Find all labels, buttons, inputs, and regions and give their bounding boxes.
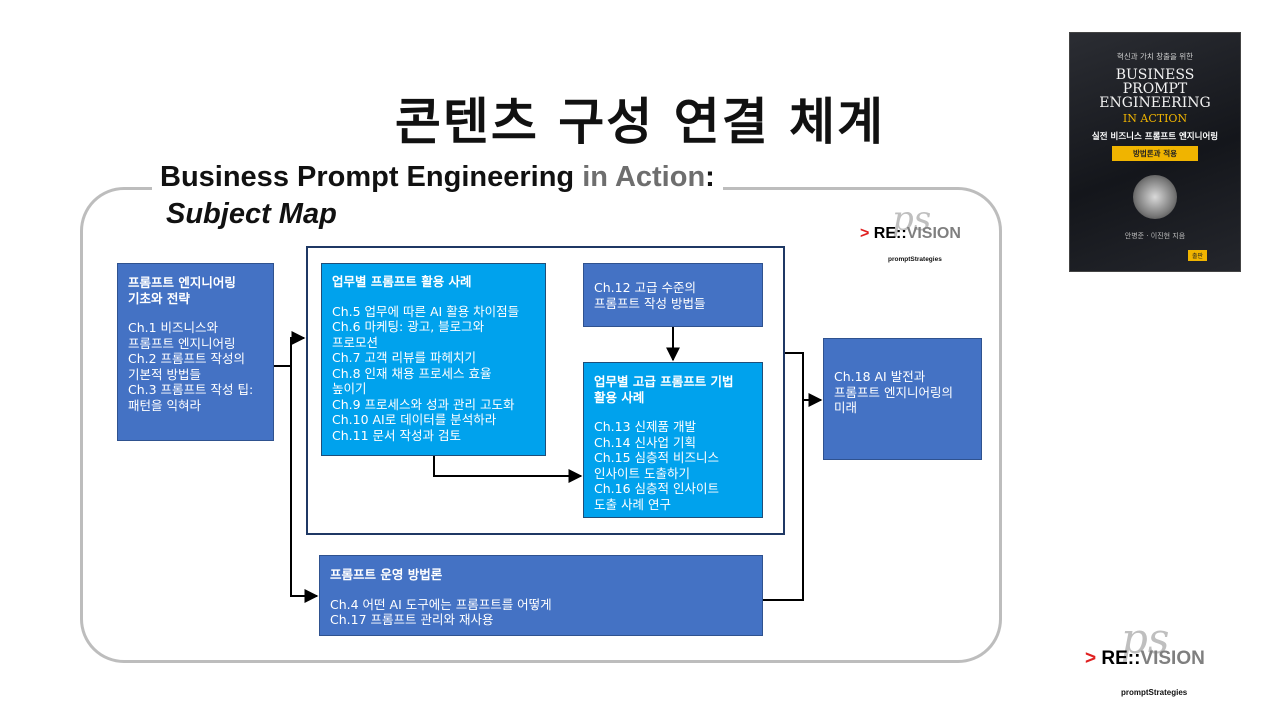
connector-foundations-to-operations [290,366,319,603]
chapter-line: 패턴을 익혀라 [128,397,201,413]
chapter-line: Ch.17 프롬프트 관리와 재사용 [330,612,494,627]
chapter-line: Ch.6 마케팅: 광고, 블로그와 [332,319,485,334]
cover-in-action: IN ACTION [1122,112,1188,125]
chapter-line: Ch.5 업무에 따른 AI 활용 차이점들 [332,303,520,319]
connector-group-to-future [785,352,823,407]
page-title: 콘텐츠 구성 연결 체계 [394,93,886,151]
chapter-line: Ch.1 비즈니스와 [128,320,219,335]
cover-title-line: BUSINESS [1115,67,1195,83]
cover-publisher: 출판 [1188,250,1208,261]
box-advanced-methods: Ch.12 고급 수준의 프롬프트 작성 방법들 [583,263,763,327]
chapter-line: 기본적 방법들 [128,366,201,382]
box-advanced-cases-head-line: 업무별 고급 프롬프트 기법 [594,374,734,389]
chapter-line: Ch.13 신제품 개발 [594,419,696,434]
logo-arrow: > [860,225,874,242]
revision-wordmark: > RE::VISION [1085,648,1205,670]
subtitle-accent: in Action [582,161,706,193]
chapter-line: 프로모션 [332,334,379,350]
logo-vision: VISION [1140,648,1205,669]
cover-title-line: PROMPT [1122,81,1188,97]
box-foundations-head-line: 기초와 전략 [128,290,190,306]
logo-tagline: promptStrategies [1121,688,1188,697]
chapter-line: Ch.9 프로세스와 성과 관리 고도화 [332,396,515,412]
box-operations: 프롬프트 운영 방법론 Ch.4 어떤 AI 도구에는 프롬프트를 어떻게 Ch… [319,555,763,636]
cover-top-line: 혁신과 가치 창출을 위한 [1116,52,1194,61]
logo-vision: VISION [906,225,961,242]
connector-usecases-to-advanced [433,456,583,483]
chapter-line: 프롬프트 작성 방법들 [594,295,706,311]
chapter-line: 인사이트 도출하기 [594,465,690,481]
connector-foundations-to-usecases [274,331,306,367]
logo-re: RE:: [1101,648,1141,669]
box-foundations-heading: 프롬프트 엔지니어링 기초와 전략 [128,275,263,306]
box-foundations-head-line: 프롬프트 엔지니어링 [128,275,236,290]
revision-logo-corner: ps > RE::VISION promptStrategies [1083,614,1233,702]
chapter-line: Ch.3 프롬프트 작성 팁: [128,382,254,397]
chapter-line: Ch.15 심층적 비즈니스 [594,450,719,465]
subtitle-main: Business Prompt Engineering [160,161,583,193]
box-advanced-cases: 업무별 고급 프롬프트 기법 활용 사례 Ch.13 신제품 개발 Ch.14 … [583,362,763,518]
chapter-line: Ch.2 프롬프트 작성의 [128,351,246,366]
robot-illustration-icon [1133,175,1177,219]
chapter-line: 프롬프트 엔지니어링의 [834,384,953,400]
box-use-cases-head-line: 업무별 프롬프트 활용 사례 [332,274,472,289]
chapter-line: 도출 사례 연구 [594,496,671,512]
subtitle-colon: : [705,161,715,193]
chapter-line: Ch.10 AI로 데이터를 분석하라 [332,412,497,427]
logo-re: RE:: [873,225,907,242]
chapter-line: 프롬프트 엔지니어링 [128,335,236,351]
cover-korean-title: 실전 비즈니스 프롬프트 엔지니어링 [1091,132,1219,142]
use-cases-group-frame [306,246,785,535]
cover-authors: 안병준 · 이진현 지음 [1124,232,1186,240]
ps-logo-mark: ps [1121,614,1170,663]
box-operations-head-line: 프롬프트 운영 방법론 [330,567,443,582]
chapter-line: Ch.16 심층적 인사이트 [594,481,719,496]
cover-title: BUSINESS PROMPT ENGINEERING [1070,68,1240,110]
subject-map-title: Business Prompt Engineering in Action: [152,158,723,196]
chapter-line: Ch.4 어떤 AI 도구에는 프롬프트를 어떻게 [330,596,552,612]
logo-arrow: > [1085,648,1102,669]
chapter-line: Ch.12 고급 수준의 [594,280,696,295]
chapter-line: 높이기 [332,381,367,396]
box-future: Ch.18 AI 발전과 프롬프트 엔지니어링의 미래 [823,338,982,460]
box-advanced-cases-heading: 업무별 고급 프롬프트 기법 활용 사례 [594,374,752,405]
logo-tagline: promptStrategies [888,256,942,263]
chapter-line: 미래 [834,400,858,415]
chapter-line: Ch.8 인재 채용 프로세스 효율 [332,365,492,381]
connector-operations-to-future [763,400,804,601]
box-use-cases: 업무별 프롬프트 활용 사례 Ch.5 업무에 따른 AI 활용 차이점들 Ch… [321,263,546,456]
revision-logo-inner: ps > RE::VISION promptStrategies [858,199,978,265]
ps-logo-mark: ps [892,199,932,239]
cover-band: 방법론과 적용 [1112,146,1198,161]
chapter-line: Ch.11 문서 작성과 검토 [332,427,461,443]
chapter-line: Ch.14 신사업 기획 [594,434,696,450]
revision-wordmark: > RE::VISION [860,225,961,243]
box-operations-heading: 프롬프트 운영 방법론 [330,567,752,583]
chapter-line: Ch.7 고객 리뷰를 파헤치기 [332,350,476,365]
subject-map-subtitle: Subject Map [160,196,343,232]
chapter-line: Ch.18 AI 발전과 [834,369,926,384]
box-use-cases-heading: 업무별 프롬프트 활용 사례 [332,274,535,290]
cover-title-line: ENGINEERING [1099,95,1211,111]
book-cover: 혁신과 가치 창출을 위한 BUSINESS PROMPT ENGINEERIN… [1069,32,1241,272]
box-foundations: 프롬프트 엔지니어링 기초와 전략 Ch.1 비즈니스와 프롬프트 엔지니어링 … [117,263,274,441]
box-advanced-cases-head-line: 활용 사례 [594,389,645,405]
